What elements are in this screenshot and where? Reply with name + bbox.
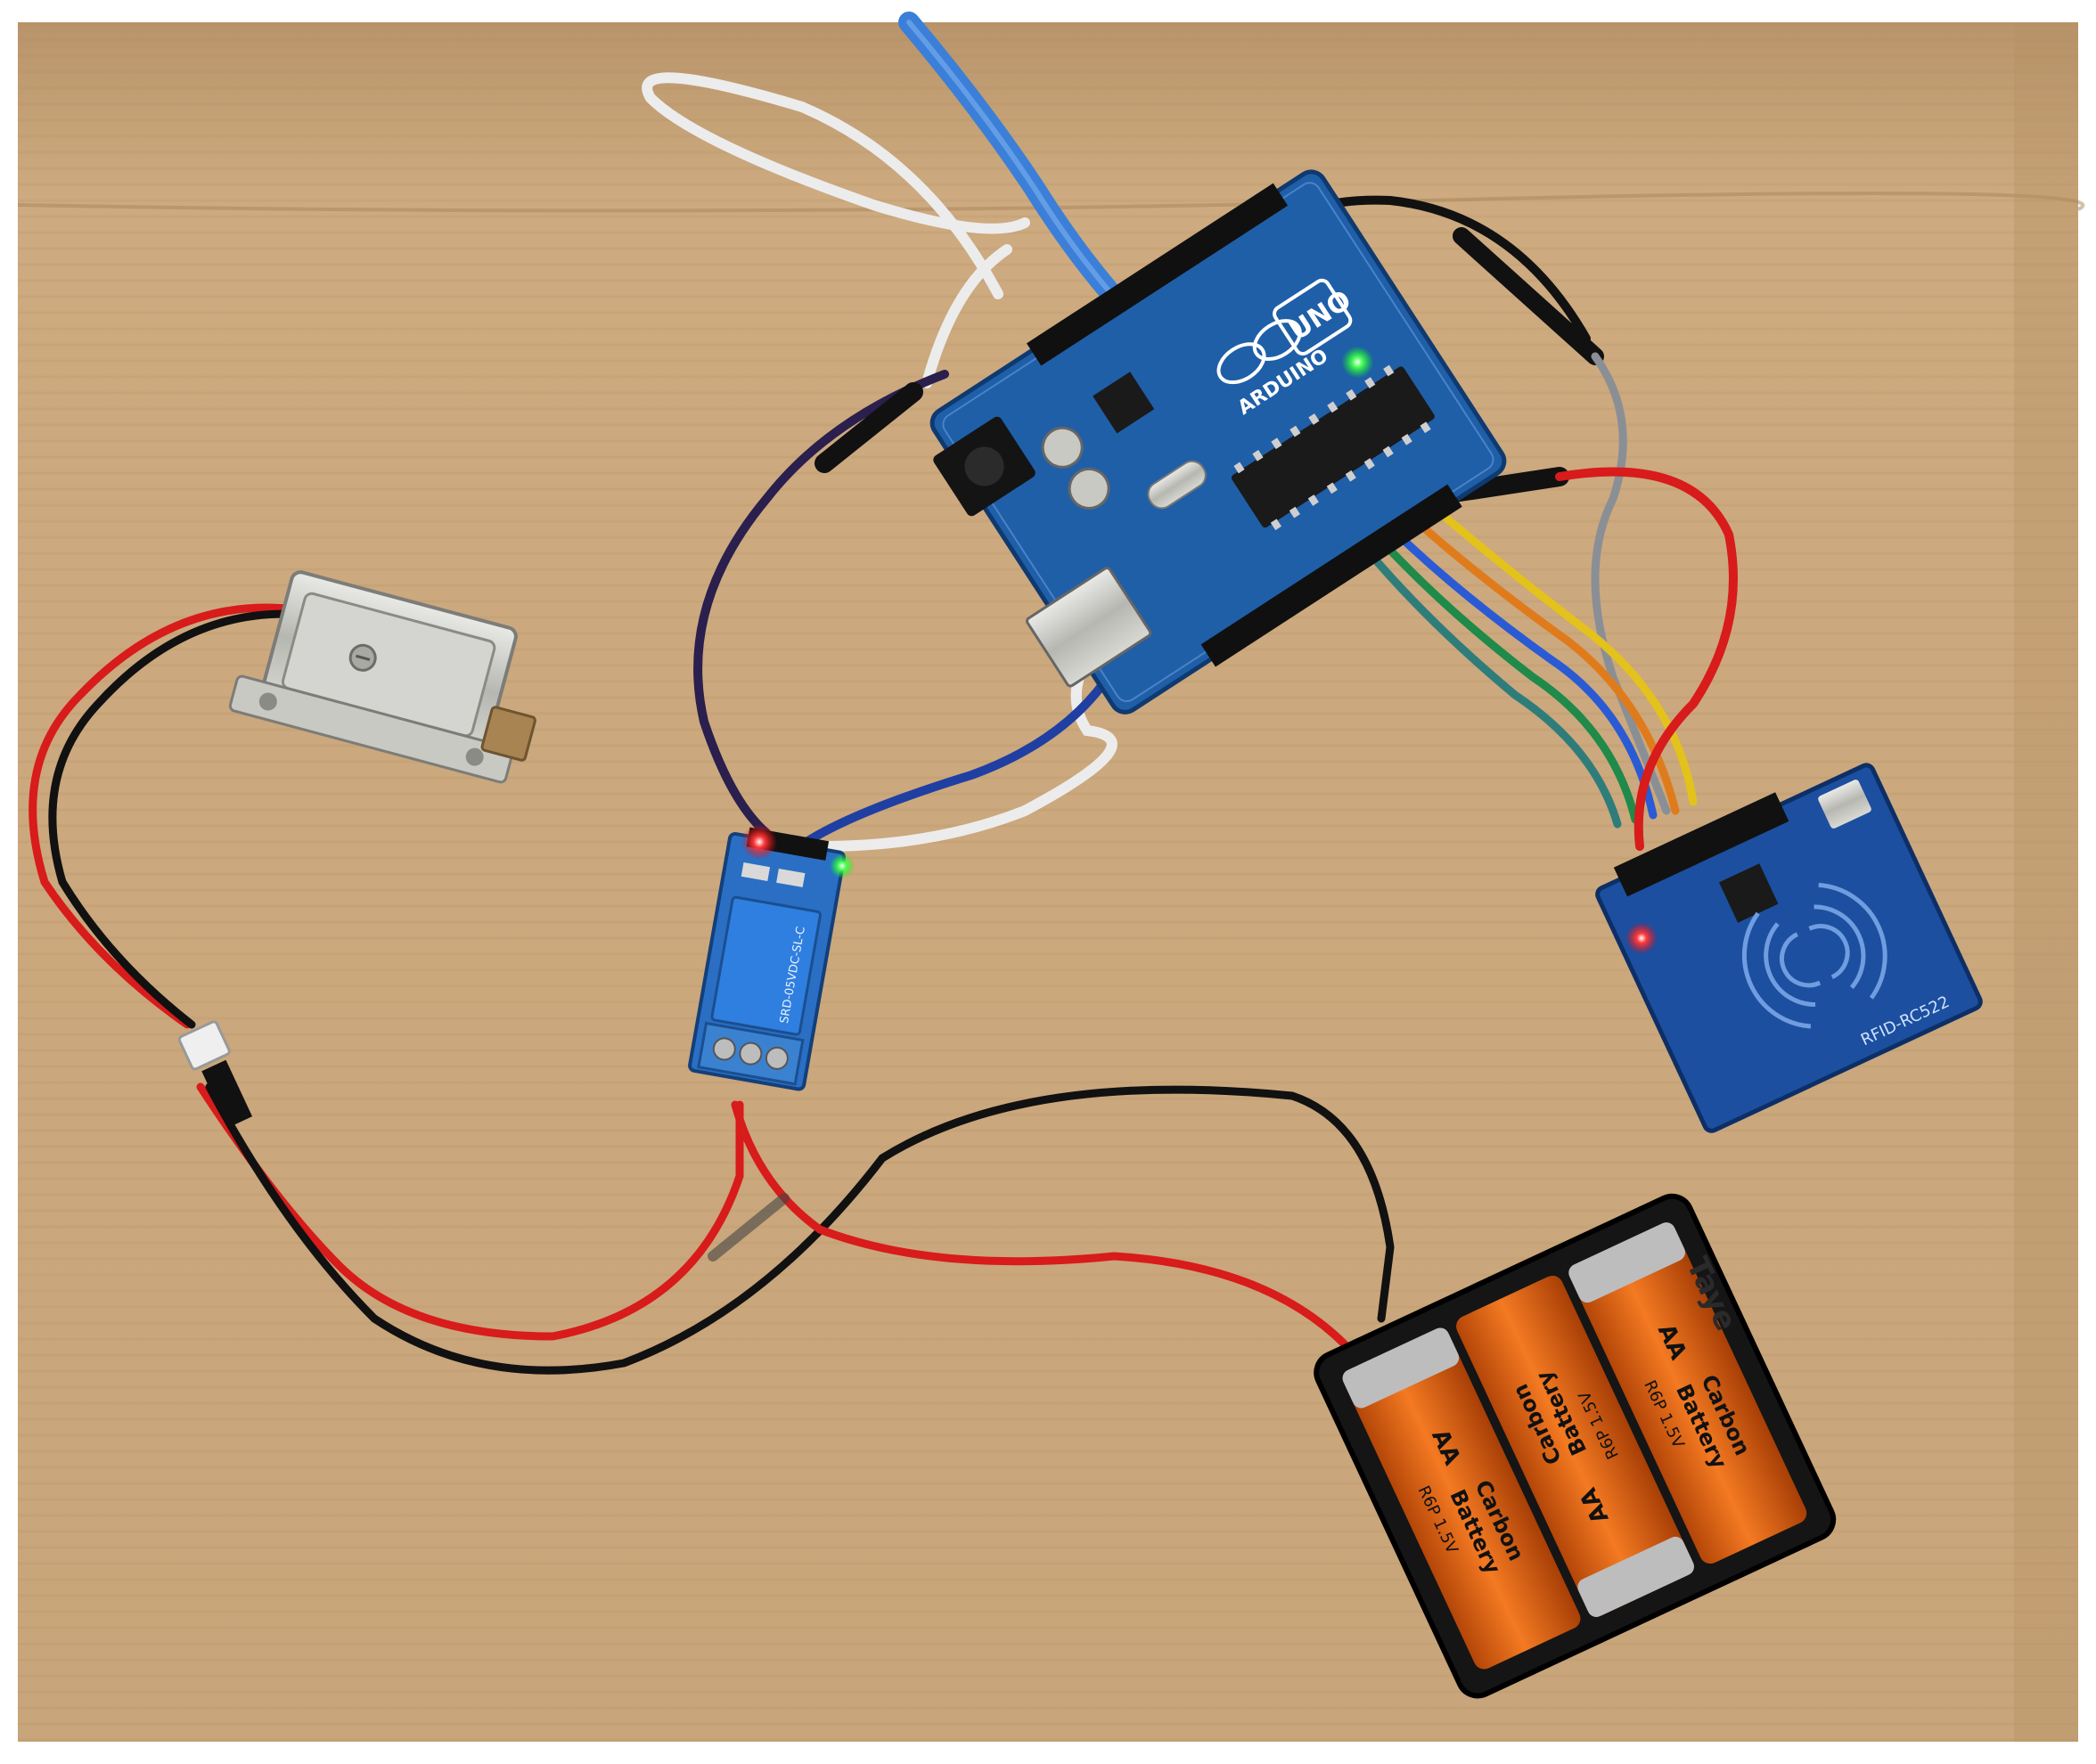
rfid-red-led [1625,922,1658,954]
battery-1: AA Carbon Battery R6P 1.5V [1342,1327,1581,1670]
white-wire-loop [642,72,1030,299]
lock-red-lead [29,603,307,1029]
red-rfid-wire [1555,467,1738,851]
wires [29,12,1738,1375]
purple-wire [693,370,949,837]
battery-3: AA Carbon Battery R6P 1.5V [1568,1222,1807,1564]
solenoid-lock [228,570,536,784]
relay-green-led [830,853,855,878]
arduino-power-led [1341,346,1374,379]
battery-2: AA Carbon Battery R6P 1.5V [1456,1275,1695,1617]
arduino-uno-board: ARDUINO UNO [929,169,1507,715]
relay-red-led [741,824,777,860]
battery-holder: AA Carbon Battery R6P 1.5V AA Carbon Bat… [1314,1193,1837,1699]
relay-module: SRD-05VDC-SL-C [688,827,847,1091]
rfid-rc522-module: RFID-RC522 [1595,763,1983,1133]
jst-connector [177,1020,253,1128]
